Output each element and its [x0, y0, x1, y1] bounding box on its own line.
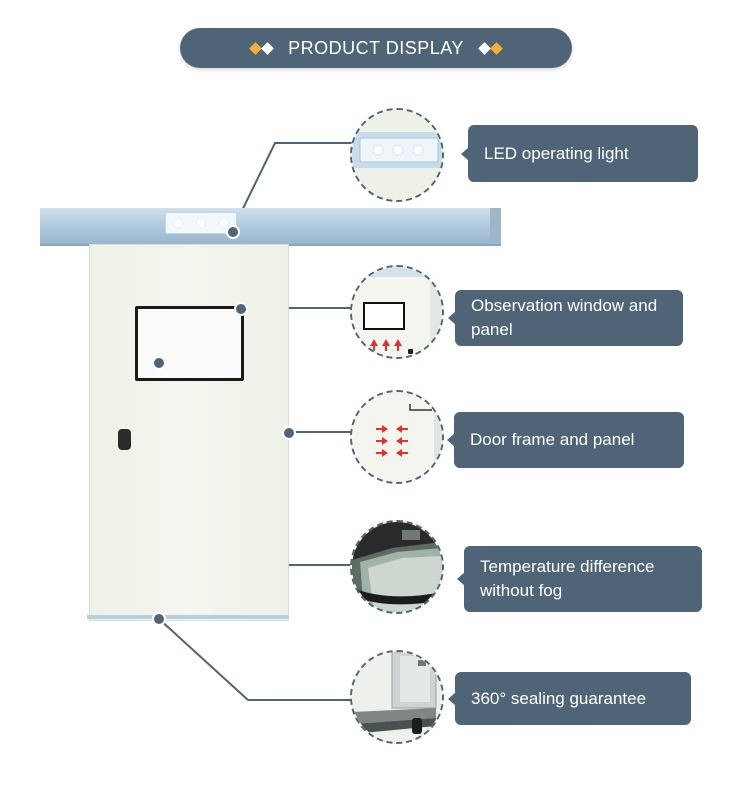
- door-rail: [40, 208, 501, 246]
- callout-observation-window: Observation window and panel: [448, 290, 683, 346]
- callout-label: Observation window and panel: [471, 296, 658, 339]
- callout-label: Temperature difference without fog: [480, 557, 655, 600]
- led-light-icon: [220, 219, 229, 227]
- anchor-dot-led: [226, 225, 240, 239]
- callout-led-operating-light: LED operating light: [461, 125, 698, 182]
- rail-end-cap: [490, 208, 501, 244]
- led-light-icon: [173, 219, 182, 227]
- sealing-detail-image: [352, 652, 442, 742]
- callout-label: Door frame and panel: [470, 430, 635, 449]
- detail-frame-circle: [350, 390, 444, 484]
- detail-window-circle: [350, 265, 444, 359]
- led-light-icon: [196, 219, 205, 227]
- led-detail-image: [352, 110, 442, 200]
- anchor-dot-sealing: [152, 612, 166, 626]
- window-detail-image: [352, 267, 442, 357]
- callout-label: LED operating light: [484, 143, 629, 163]
- door-handle-icon: [118, 429, 131, 450]
- anchor-dot-fog: [152, 356, 166, 370]
- door-bottom-seal: [87, 615, 289, 619]
- callout-temperature-fog: Temperature difference without fog: [457, 546, 702, 612]
- fog-detail-image: [352, 522, 442, 612]
- frame-detail-image: [352, 392, 442, 482]
- connector-led: [231, 142, 352, 232]
- led-strip: [165, 212, 237, 234]
- detail-sealing-circle: [350, 650, 444, 744]
- connector-sealing: [157, 617, 352, 701]
- section-header: PRODUCT DISPLAY: [180, 28, 572, 68]
- detail-fog-circle: [350, 520, 444, 614]
- section-title: PRODUCT DISPLAY: [288, 37, 464, 58]
- anchor-dot-window: [234, 302, 248, 316]
- callout-label: 360° sealing guarantee: [471, 688, 647, 708]
- observation-window: [135, 306, 244, 381]
- callout-door-frame: Door frame and panel: [447, 412, 684, 468]
- anchor-dot-frame: [282, 426, 296, 440]
- callout-sealing-guarantee: 360° sealing guarantee: [448, 672, 691, 725]
- detail-led-circle: [350, 108, 444, 202]
